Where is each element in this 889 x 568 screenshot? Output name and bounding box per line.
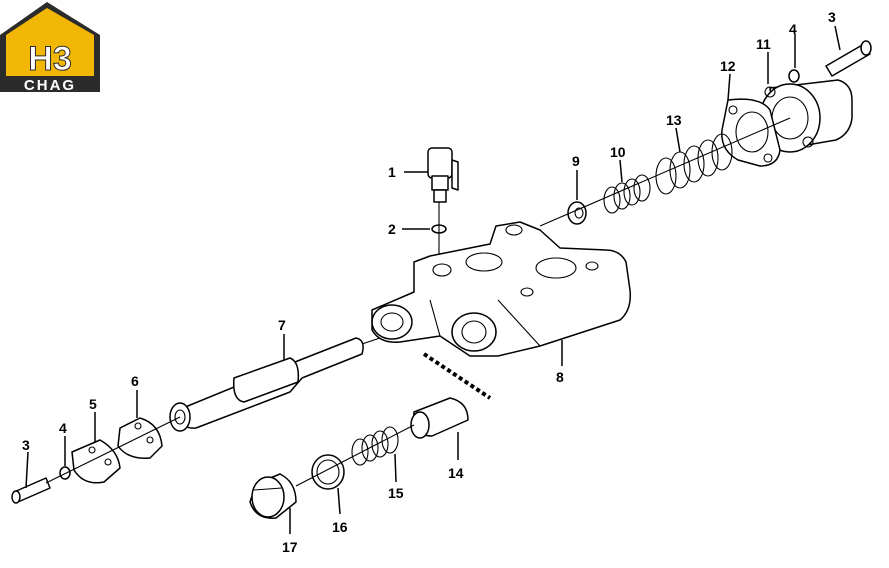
part-bolt-bottom [11, 477, 51, 504]
callout-12: 12 [720, 58, 736, 74]
callout-8: 8 [556, 369, 564, 385]
logo-band [0, 76, 100, 92]
part-washer-top [788, 69, 800, 83]
part-end-cover [71, 439, 121, 484]
logo-mark-text: H3 [28, 40, 71, 78]
part-spring-large [655, 133, 733, 195]
callout-13: 13 [666, 112, 682, 128]
callout-9: 9 [572, 153, 580, 169]
callout-3-bottom: 3 [22, 437, 30, 453]
callout-16: 16 [332, 519, 348, 535]
callout-6: 6 [131, 373, 139, 389]
part-valve-body [371, 221, 632, 357]
callout-4-top: 4 [789, 21, 797, 37]
callout-11: 11 [756, 36, 771, 52]
callout-15: 15 [388, 485, 404, 501]
logo-roof-gold [6, 8, 94, 76]
logo-sub-text: CHAG [24, 77, 76, 94]
part-spring-15 [351, 426, 399, 466]
callout-10: 10 [610, 144, 626, 160]
part-sensor [427, 147, 459, 203]
part-piston [410, 397, 469, 439]
part-seal-ring [311, 454, 345, 490]
part-gasket [721, 98, 781, 167]
part-cover-plate [117, 417, 163, 459]
callout-14: 14 [448, 465, 464, 481]
part-bolt-top [825, 40, 872, 77]
callout-7: 7 [278, 317, 286, 333]
part-spring-small [603, 174, 651, 214]
part-spool [169, 337, 381, 432]
part-plug [249, 473, 297, 519]
part-washer-bottom [59, 466, 71, 480]
callout-5: 5 [89, 396, 97, 412]
callout-1: 1 [388, 164, 396, 180]
leader-lines [25, 25, 841, 534]
callout-4-bottom: 4 [59, 420, 67, 436]
assembly-path-dotted [422, 352, 492, 400]
company-logo: H3 CHAG [0, 2, 100, 94]
callout-2: 2 [388, 221, 396, 237]
callout-17: 17 [282, 539, 298, 555]
callout-3-top: 3 [828, 9, 836, 25]
